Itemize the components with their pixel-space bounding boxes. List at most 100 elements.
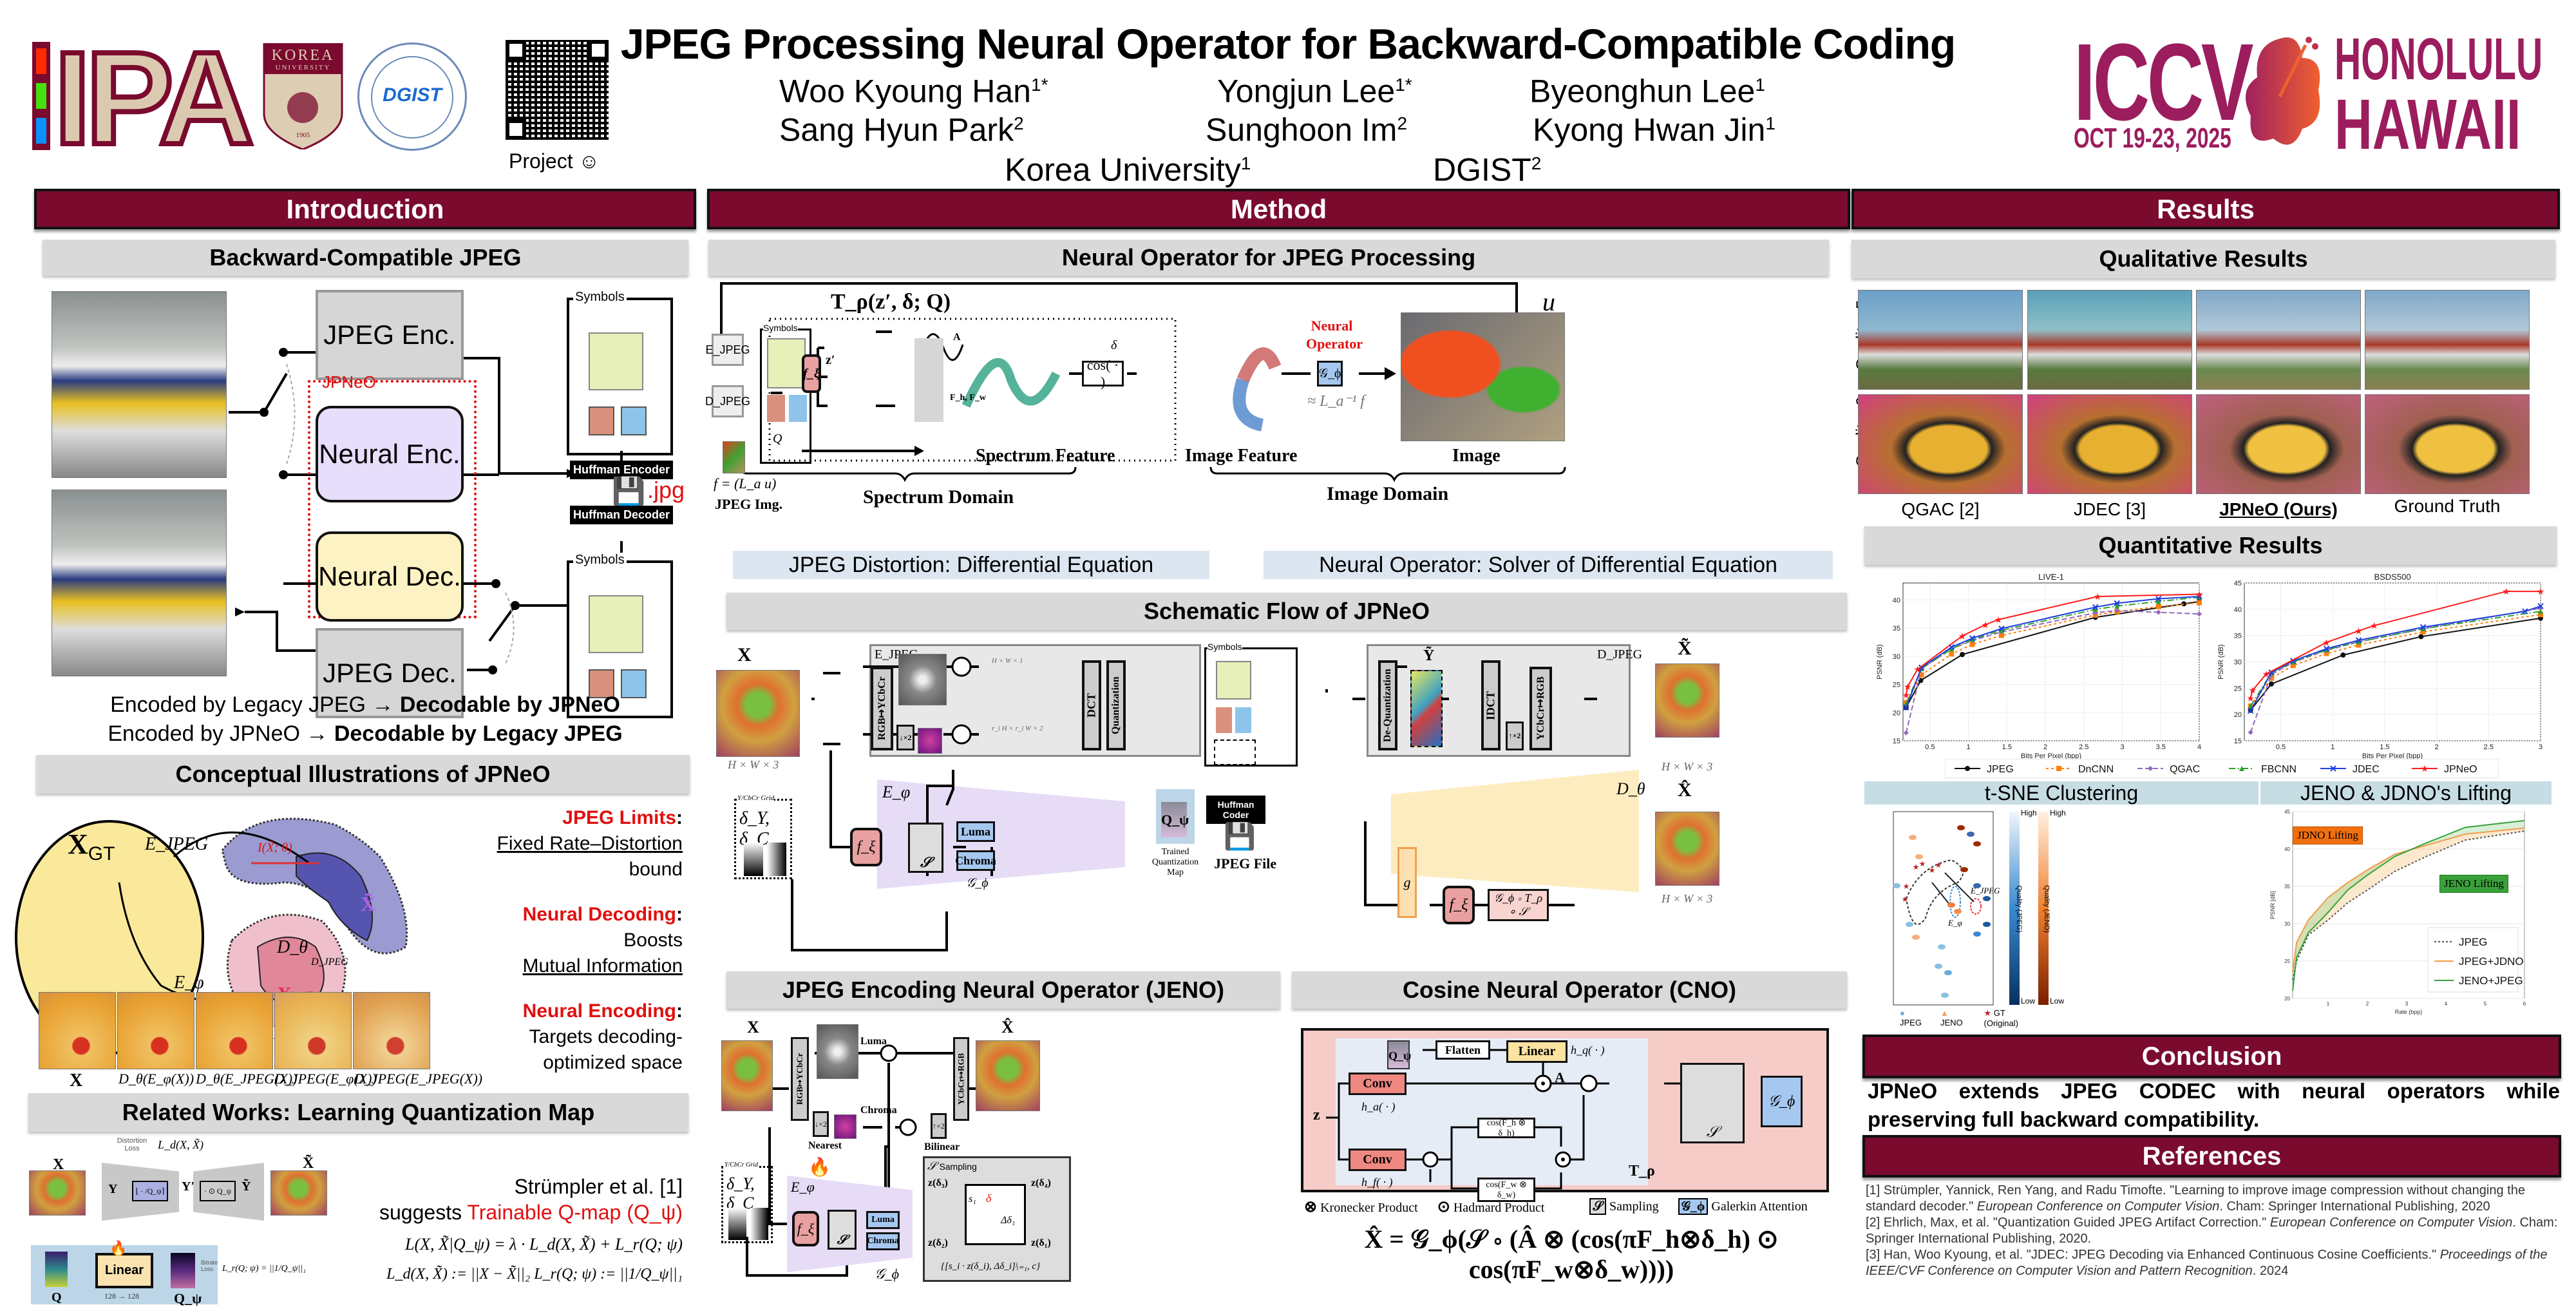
label-jpeg-distortion: JPEG Distortion: Differential Equation	[733, 551, 1209, 579]
tsne-cluster	[1983, 896, 1991, 901]
data-point	[2181, 601, 2187, 607]
project-link[interactable]: Project ☺	[509, 149, 600, 173]
upsample-block: ↑×2	[931, 1113, 947, 1139]
data-point	[1960, 652, 1965, 658]
backward-compatible-diagram: JPEG Enc. JPNeO Neural Enc. Neural Dec. …	[0, 277, 708, 718]
author: Kyong Hwan Jin1	[1533, 111, 1776, 148]
x-tick-label: 2	[2043, 743, 2047, 751]
cos-w-block: cos(F_w ⊗ δ_w)	[1477, 1178, 1535, 1202]
subheader-schematic-flow: Schematic Flow of JPNeO	[726, 593, 1847, 630]
lighthouse-qgac	[1858, 290, 2023, 390]
backward-caption: Encoded by Legacy JPEG → Decodable by JP…	[108, 692, 623, 746]
x-tick-label: 1	[2331, 743, 2334, 751]
subheader-quantitative: Quantitative Results	[1864, 526, 2557, 565]
subheader-neural-operator: Neural Operator for JPEG Processing	[708, 240, 1829, 276]
subheader-conceptual: Conceptual Illustrations of JPNeO	[36, 755, 690, 794]
poster-title: JPEG Processing Neural Operator for Back…	[620, 20, 1956, 68]
huffman-encoder-label: Huffman Encoder	[570, 461, 673, 479]
spectrum-feature-label: Spectrum Feature	[976, 446, 1115, 466]
conclusion-text: JPNeO extends JPEG CODEC with neural ope…	[1868, 1079, 2560, 1131]
legend-label: JPNeO	[2444, 764, 2477, 775]
x-tick-label: 3	[2539, 743, 2543, 751]
y-tick-label: 35	[2284, 884, 2290, 890]
luma-block: Luma	[866, 1211, 900, 1229]
butterfly-qgac	[1858, 394, 2023, 494]
conv-a-block: Conv	[1349, 1073, 1406, 1095]
data-point	[2155, 595, 2162, 602]
y-tick-label: 30	[1893, 653, 1900, 661]
data-point: ★	[2262, 669, 2271, 679]
chart-title: LIVE-1	[2038, 572, 2064, 582]
image-label: Image	[1452, 446, 1501, 466]
butterfly-jpneo	[2196, 394, 2361, 494]
tsne-cluster	[1935, 964, 1942, 969]
data-point: ★	[2421, 763, 2429, 774]
quantization-block: Quantization	[1106, 660, 1126, 750]
jpg-label: .jpg	[647, 477, 685, 503]
y-tick-label: 30	[2284, 921, 2290, 927]
subheader-cno: Cosine Neural Operator (CNO)	[1292, 971, 1847, 1009]
section-conclusion: Conclusion	[1862, 1035, 2561, 1078]
cno-equation: X̂ = 𝒢_ϕ(𝒮 ∘ (Â ⊗ (cos(πF_h⊗δ_h) ⊙ cos(π…	[1364, 1225, 1779, 1284]
project-qr-code[interactable]	[506, 40, 609, 140]
duck-captions: X D_θ(E_φ(X)) D_θ(E_JPEG(X)) D_JPEG(E_φ(…	[70, 1071, 483, 1091]
data-point	[2248, 729, 2253, 735]
data-point	[1969, 636, 1975, 642]
gt-star: ★	[1913, 863, 1920, 872]
series-jdec	[2247, 603, 2544, 714]
data-point	[2092, 604, 2099, 611]
data-point	[2420, 626, 2426, 632]
data-point	[1969, 642, 1975, 647]
gt-star: ★	[1903, 882, 1910, 891]
luma-image	[817, 1024, 858, 1079]
jpeg-dec-block: JPEG Dec.	[316, 628, 464, 718]
data-point	[1998, 633, 2004, 638]
data-point	[1965, 766, 1970, 771]
flower-output-jpeg	[1655, 663, 1719, 738]
backward-compatible-wiring	[229, 348, 626, 674]
flower-image	[29, 1170, 86, 1216]
flower-image	[270, 1170, 327, 1216]
sampling-block: 𝒮	[908, 823, 943, 873]
related-works-diagram: Distortion Loss L_d(X, X̃) X X̃ Y ⌊ · /Q…	[13, 1137, 361, 1306]
series-jeno-jpeg	[2292, 819, 2525, 991]
legend-label: DnCNN	[2078, 764, 2114, 775]
y-axis-label: PSNR (dB)	[2217, 644, 2225, 679]
tsne-plot: ★★★★★★ High Low High Low Quality (JPEG) …	[1880, 808, 2241, 1031]
data-point	[2418, 634, 2424, 640]
author: Byeonghun Lee1	[1530, 73, 1765, 110]
affiliation: Korea University1	[1005, 151, 1251, 188]
series-jpneo: ★★★★★★★★	[1902, 589, 2203, 701]
g-phi-block: 𝒢_ϕ	[1761, 1076, 1803, 1127]
neural-enc-block: Neural Enc.	[316, 406, 464, 502]
series-line	[2249, 591, 2541, 699]
data-point	[1903, 704, 1909, 711]
rgb-to-ycbcr-block: RGB↦YCbCr	[871, 667, 893, 750]
jpeg-enc-block: JPEG Enc.	[316, 290, 464, 380]
data-point: ★	[1994, 615, 2003, 625]
author: Sang Hyun Park2	[779, 111, 1024, 148]
y-tick-label: 25	[1893, 682, 1900, 689]
data-point: ★	[2354, 625, 2363, 636]
data-point	[2197, 600, 2202, 606]
fire-icon: 🔥	[808, 1157, 831, 1177]
y-tick-label: 40	[1893, 596, 1900, 604]
y-tick-label: 35	[2234, 633, 2242, 640]
related-works-text: Strümpler et al. [1] suggests Trainable …	[361, 1174, 683, 1287]
spectrum-domain-label: Spectrum Domain	[863, 486, 1014, 508]
gt-star: ★	[1902, 895, 1909, 904]
author: Sunghoon Im2	[1206, 111, 1408, 148]
data-point	[2056, 766, 2061, 771]
f-xi-decoder-block: f_ξ	[1443, 886, 1475, 924]
section-references: References	[1862, 1135, 2561, 1178]
loss-equation: L(X, X̃|Q_ψ) = λ · L_d(X, X̃) + L_r(Q; ψ…	[405, 1235, 683, 1254]
section-method: Method	[707, 189, 1850, 229]
tsne-cluster	[1960, 867, 1968, 872]
tsne-legend-jeno: ▲ JENO	[1940, 1008, 1963, 1027]
y-tick-label: 20	[2234, 711, 2242, 719]
sine-block	[914, 338, 943, 422]
duck-image	[39, 992, 116, 1069]
x-tick-label: 2.5	[2079, 743, 2088, 751]
floppy-icon: 💾	[612, 476, 646, 506]
data-point	[2155, 598, 2161, 604]
